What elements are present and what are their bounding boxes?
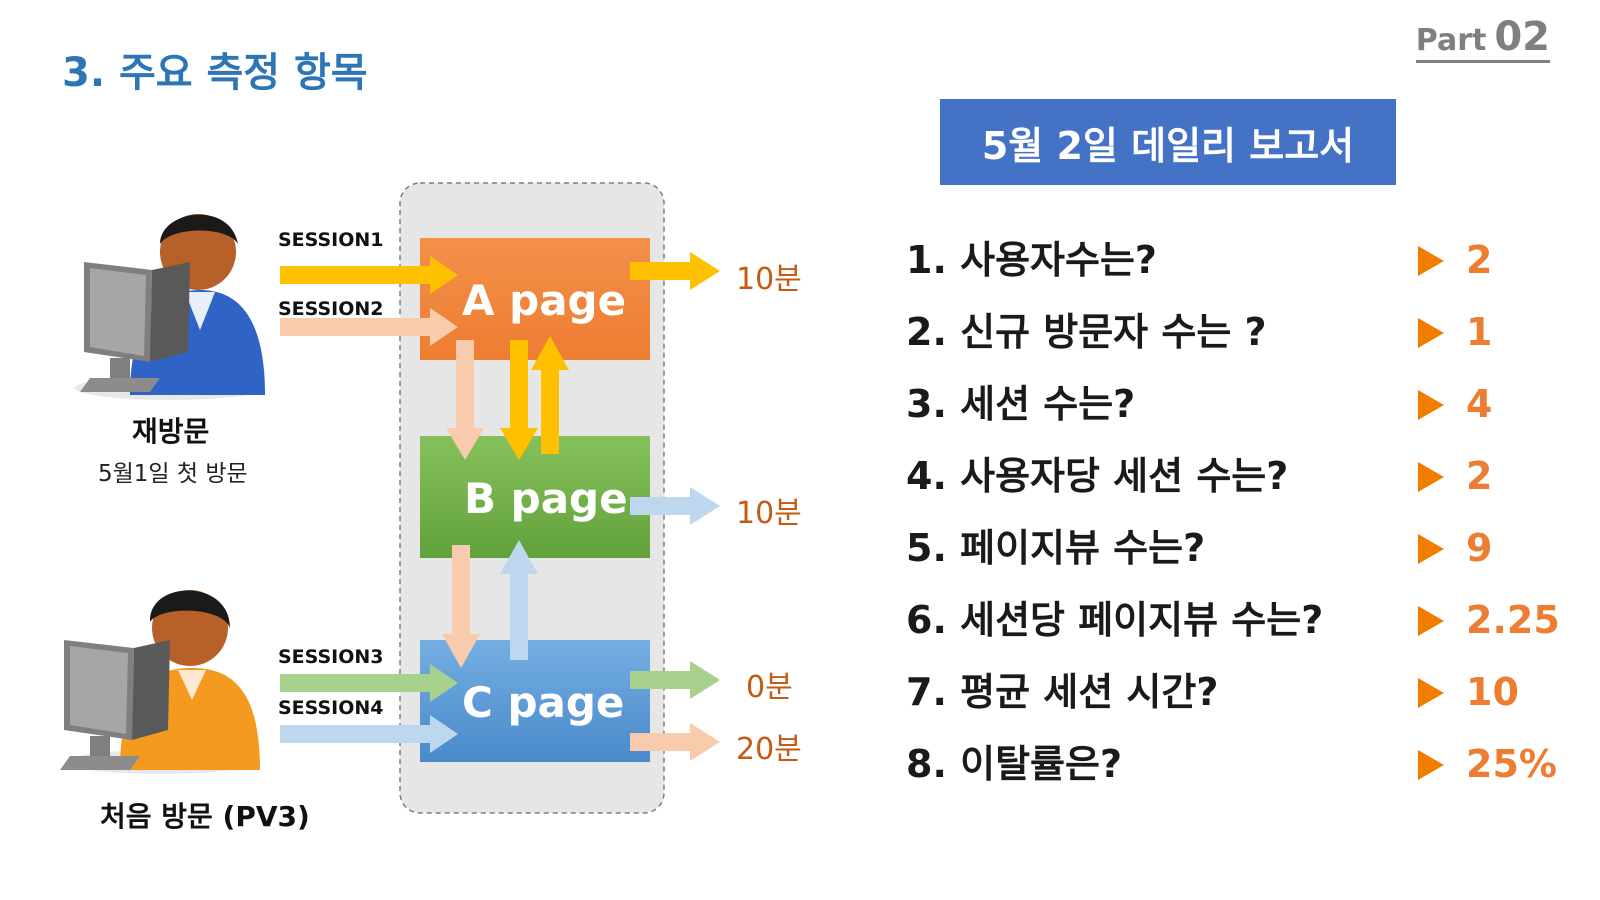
- answer-value: 4: [1466, 382, 1493, 426]
- part-label: Part 02: [1415, 14, 1550, 63]
- session4-label: SESSION4: [278, 697, 384, 719]
- report-row-4: 4. 사용자당 세션 수는? 2: [906, 446, 1546, 506]
- question-text: 8. 이탈률은?: [906, 742, 1122, 786]
- report-row-8: 8. 이탈률은? 25%: [906, 734, 1557, 794]
- answer-value: 2: [1466, 238, 1493, 282]
- c-exit-green-arrow: [630, 661, 720, 699]
- part-number: 02: [1494, 14, 1550, 60]
- report-row-6: 6. 세션당 페이지뷰 수는? 2.25: [906, 590, 1560, 650]
- report-row-7: 7. 평균 세션 시간? 10: [906, 662, 1546, 722]
- session2-arrow: [280, 308, 458, 346]
- triangle-arrow-icon: [1418, 534, 1444, 564]
- question-text: 6. 세션당 페이지뷰 수는?: [906, 598, 1324, 642]
- question-text: 2. 신규 방문자 수는 ?: [906, 310, 1267, 354]
- b-to-c-peach-arrow: [442, 545, 480, 668]
- session4-arrow: [280, 715, 458, 753]
- question-text: 1. 사용자수는?: [906, 238, 1157, 282]
- b-page-box: [420, 436, 650, 558]
- session3-label: SESSION3: [278, 646, 384, 668]
- a-exit-arrow: [630, 252, 720, 290]
- b-duration-label: 10분: [736, 496, 802, 531]
- user-at-computer-orange-icon: [60, 590, 260, 774]
- question-text: 3. 세션 수는?: [906, 382, 1136, 426]
- a-duration-label: 10분: [736, 262, 802, 297]
- user-at-computer-blue-icon: [75, 214, 265, 400]
- b-to-a-yellow-arrow: [531, 336, 569, 454]
- question-text: 5. 페이지뷰 수는?: [906, 526, 1206, 570]
- b-page-label: B page: [464, 474, 628, 523]
- triangle-arrow-icon: [1418, 246, 1444, 276]
- question-text: 4. 사용자당 세션 수는?: [906, 454, 1289, 498]
- returning-user-subtitle: 5월1일 첫 방문: [98, 461, 248, 487]
- report-row-5: 5. 페이지뷰 수는? 9: [906, 518, 1546, 578]
- answer-value: 2.25: [1466, 598, 1560, 642]
- returning-user-title: 재방문: [132, 415, 210, 448]
- page-title: 3. 주요 측정 항목: [62, 50, 368, 96]
- c-to-b-blue-arrow: [500, 540, 538, 660]
- session3-arrow: [280, 664, 458, 702]
- c-exit-peach-arrow: [630, 723, 720, 761]
- session2-label: SESSION2: [278, 298, 384, 320]
- answer-value: 25%: [1466, 742, 1557, 786]
- a-to-b-peach-arrow: [446, 340, 484, 460]
- triangle-arrow-icon: [1418, 750, 1444, 780]
- report-row-3: 3. 세션 수는? 4: [906, 374, 1546, 434]
- session1-arrow: [280, 256, 458, 294]
- new-user-title: 처음 방문 (PV3): [100, 800, 310, 833]
- triangle-arrow-icon: [1418, 678, 1444, 708]
- b-exit-arrow: [630, 487, 720, 525]
- report-row-1: 1. 사용자수는? 2: [906, 230, 1546, 290]
- answer-value: 10: [1466, 670, 1519, 714]
- triangle-arrow-icon: [1418, 462, 1444, 492]
- part-word: Part: [1415, 23, 1487, 58]
- session1-label: SESSION1: [278, 229, 384, 251]
- c-duration-0-label: 0분: [746, 670, 793, 705]
- report-title-box: 5월 2일 데일리 보고서: [940, 99, 1396, 185]
- answer-value: 1: [1466, 310, 1493, 354]
- c-duration-20-label: 20분: [736, 732, 802, 767]
- triangle-arrow-icon: [1418, 390, 1444, 420]
- answer-value: 2: [1466, 454, 1493, 498]
- a-to-b-yellow-arrow: [500, 340, 538, 460]
- triangle-arrow-icon: [1418, 606, 1444, 636]
- question-text: 7. 평균 세션 시간?: [906, 670, 1219, 714]
- answer-value: 9: [1466, 526, 1493, 570]
- triangle-arrow-icon: [1418, 318, 1444, 348]
- c-page-label: C page: [462, 678, 625, 727]
- a-page-label: A page: [462, 276, 627, 325]
- report-row-2: 2. 신규 방문자 수는 ? 1: [906, 302, 1546, 362]
- a-page-box: [420, 238, 650, 360]
